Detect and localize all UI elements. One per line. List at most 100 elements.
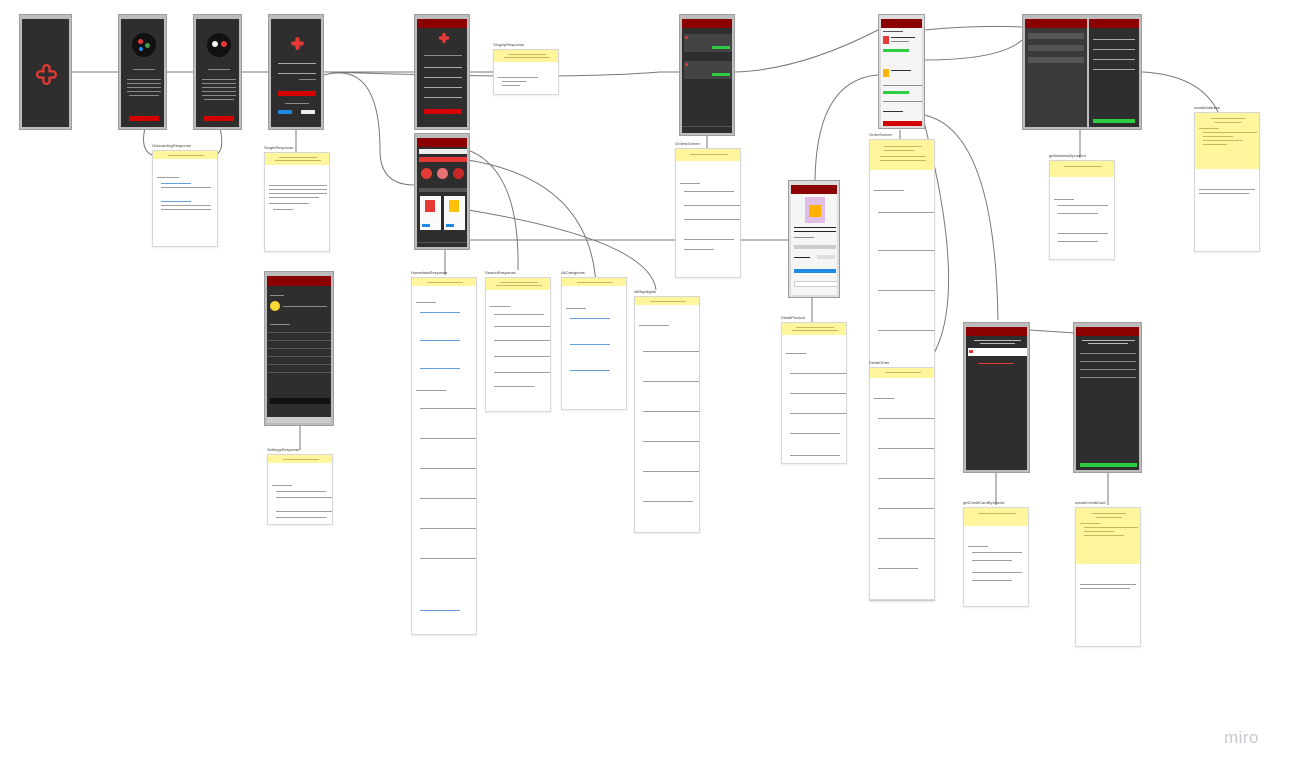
create-address-screen xyxy=(1089,19,1139,127)
quantity-stepper[interactable] xyxy=(817,255,835,259)
note-label: AllCategories xyxy=(561,270,585,275)
note-label: SingInResponse xyxy=(264,145,294,150)
signin-response-note[interactable] xyxy=(264,152,330,252)
signin-screen-frame[interactable] xyxy=(268,14,324,130)
signup-button[interactable] xyxy=(424,109,462,114)
get-address-note[interactable] xyxy=(1049,160,1115,260)
cart-appbar xyxy=(881,19,922,28)
connector xyxy=(923,114,999,321)
splash-screen xyxy=(22,19,69,127)
user-avatar-icon xyxy=(270,301,280,311)
app-logo-icon xyxy=(291,37,304,50)
password-field[interactable] xyxy=(424,87,462,88)
orders-screen xyxy=(682,19,732,133)
detail-product-note[interactable] xyxy=(781,322,847,464)
detail-order-note[interactable] xyxy=(869,367,935,600)
onboarding-screen-1 xyxy=(121,19,164,127)
connector xyxy=(734,29,879,73)
order-card[interactable] xyxy=(684,34,732,52)
cart-item-image xyxy=(883,36,889,44)
connector xyxy=(923,25,1023,31)
signup-screen xyxy=(417,19,467,127)
address-list-screen xyxy=(1025,19,1087,127)
create-address-note[interactable] xyxy=(1194,112,1260,252)
confirm-password-field[interactable] xyxy=(424,97,462,98)
category-item[interactable] xyxy=(437,168,448,179)
home-screen-frame[interactable] xyxy=(414,133,470,250)
credit-card-item[interactable] xyxy=(968,348,1027,356)
onboarding-next-button[interactable] xyxy=(129,116,159,121)
password-field[interactable] xyxy=(278,73,316,74)
note-label: AllHighlights xyxy=(634,289,657,294)
note-label: createAddress xyxy=(1194,105,1220,110)
orders-screen-note[interactable] xyxy=(675,148,741,278)
connector xyxy=(1029,329,1076,334)
note-label: DetailOrder xyxy=(869,360,890,365)
create-credit-card-note[interactable] xyxy=(1075,507,1141,647)
name-field[interactable] xyxy=(424,67,462,68)
orders-screen-frame[interactable] xyxy=(679,14,735,136)
create-credit-card-frame[interactable] xyxy=(1073,322,1142,473)
email-field[interactable] xyxy=(278,63,316,64)
miro-watermark: miro xyxy=(1223,728,1259,747)
search-response-note[interactable] xyxy=(485,277,551,412)
note-label: getAddressByUserId xyxy=(1049,153,1086,158)
credit-card-list-screen xyxy=(966,327,1027,470)
connector xyxy=(467,159,597,286)
get-credit-card-note[interactable] xyxy=(963,507,1029,607)
cart-item-image xyxy=(883,69,889,77)
facebook-signin-button[interactable] xyxy=(278,110,292,114)
onboarding-start-button[interactable] xyxy=(204,116,234,121)
onboarding-response-note[interactable] xyxy=(152,150,218,247)
settings-screen-frame[interactable] xyxy=(264,271,334,426)
signup-screen-frame[interactable] xyxy=(414,14,470,130)
homedata-response-note[interactable] xyxy=(411,277,477,635)
signup-response-note[interactable] xyxy=(493,49,559,95)
note-label: OrderScreen xyxy=(869,132,892,137)
app-logo-icon xyxy=(35,63,58,86)
note-label: SearchResponse xyxy=(485,270,516,275)
email-field[interactable] xyxy=(424,77,462,78)
address-item[interactable] xyxy=(1028,33,1084,39)
save-card-button[interactable] xyxy=(1080,463,1137,467)
category-item[interactable] xyxy=(453,168,464,179)
onboarding-screen-1-frame[interactable] xyxy=(118,14,167,130)
search-input[interactable] xyxy=(419,149,467,154)
settings-appbar xyxy=(267,276,331,286)
onboarding-illustration xyxy=(207,33,231,57)
cart-screen-frame[interactable] xyxy=(878,14,925,129)
credit-card-list-frame[interactable] xyxy=(963,322,1030,473)
address-item[interactable] xyxy=(1028,45,1084,51)
note-label: OrdersScreen xyxy=(675,141,700,146)
checkout-button[interactable] xyxy=(883,121,922,126)
all-categories-note[interactable] xyxy=(561,277,627,410)
order-card[interactable] xyxy=(684,61,732,79)
onboarding-screen-2-frame[interactable] xyxy=(193,14,242,130)
app-logo-icon xyxy=(438,32,450,44)
product-detail-screen xyxy=(791,185,837,295)
onboarding-illustration xyxy=(132,33,156,57)
category-item[interactable] xyxy=(421,168,432,179)
cart-screen xyxy=(881,19,922,126)
bottom-navigation[interactable] xyxy=(267,417,331,423)
connector xyxy=(143,127,153,156)
signin-screen xyxy=(271,19,321,127)
add-to-cart-button[interactable] xyxy=(794,269,836,273)
note-label: HomedataResponse xyxy=(411,270,448,275)
product-detail-screen-frame[interactable] xyxy=(788,180,840,298)
address-item[interactable] xyxy=(1028,57,1084,63)
note-label: getCreditCardByUserId xyxy=(963,500,1005,505)
settings-response-note[interactable] xyxy=(267,454,333,525)
home-screen xyxy=(417,138,467,247)
save-address-button[interactable] xyxy=(1093,119,1135,123)
connector xyxy=(323,72,415,186)
address-screens-frame[interactable] xyxy=(1022,14,1142,130)
all-highlights-note[interactable] xyxy=(634,296,700,533)
create-card-appbar xyxy=(1076,327,1139,336)
logout-button[interactable] xyxy=(270,398,330,404)
splash-screen-frame[interactable] xyxy=(19,14,72,130)
onboarding-screen-2 xyxy=(196,19,239,127)
google-signin-button[interactable] xyxy=(301,110,315,114)
signin-button[interactable] xyxy=(278,91,316,96)
